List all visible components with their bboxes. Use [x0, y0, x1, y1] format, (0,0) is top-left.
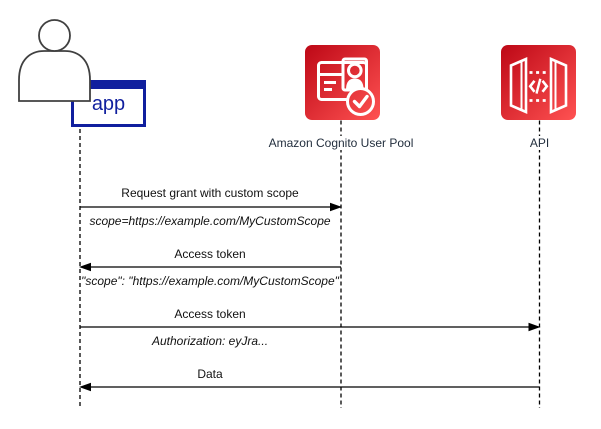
api-actor-label: API [527, 136, 552, 150]
message2-label: Access token [174, 247, 246, 261]
user-actor-icon [18, 19, 91, 102]
message1-arrow [80, 202, 342, 212]
message3-arrow [80, 322, 541, 332]
api-gateway-icon [501, 45, 576, 120]
message4-label: Data [197, 367, 223, 381]
cognito-actor-label: Amazon Cognito User Pool [266, 136, 416, 150]
message1-detail: scope=https://example.com/MyCustomScope [89, 214, 331, 228]
message1-label: Request grant with custom scope [121, 186, 299, 200]
cognito-icon [305, 45, 380, 120]
message2-arrow [79, 262, 341, 272]
message3-label: Access token [174, 307, 246, 321]
message2-detail: "scope": "https://example.com/MyCustomSc… [81, 274, 339, 288]
app-actor-label: app [91, 93, 126, 115]
message4-arrow [79, 382, 540, 392]
message3-detail: Authorization: eyJra... [151, 334, 269, 348]
